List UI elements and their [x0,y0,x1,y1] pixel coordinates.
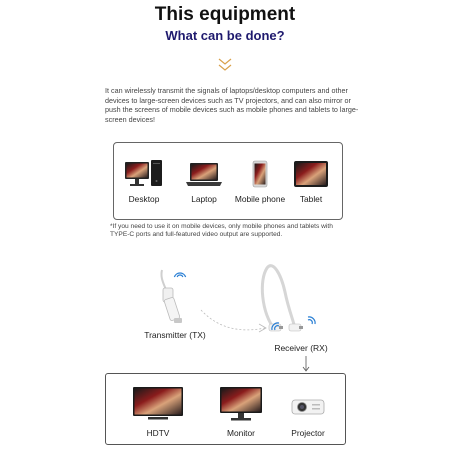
usb-transmitter-icon [160,269,182,323]
projector-icon [291,399,325,415]
arrow-down-icon [302,356,310,372]
output-devices-panel: HDTV Monitor Projector [105,373,346,445]
usb-receiver-icon [260,264,303,332]
source-label: Tablet [299,194,323,204]
source-mobile-phone: Mobile phone [234,159,286,204]
tablet-icon [294,161,328,187]
source-laptop: Laptop [178,159,230,204]
output-label: HDTV [146,428,170,438]
page-title: This equipment [154,4,296,25]
wifi-signal-icon [307,316,316,325]
wifi-signal-icon [173,272,187,278]
compatibility-note: *If you need to use it on mobile devices… [110,223,333,239]
output-monitor: Monitor [211,386,271,438]
double-chevron-down-icon [218,58,232,71]
wireless-link-arc [200,309,267,333]
receiver-label: Receiver (RX) [274,343,328,353]
output-label: Monitor [227,428,255,438]
source-label: Laptop [191,194,217,204]
monitor-icon [220,387,262,421]
desktop-computer-icon [125,160,162,186]
source-desktop: Desktop [118,159,170,204]
output-hdtv: HDTV [128,386,188,438]
source-label: Mobile phone [234,194,286,204]
description-text: It can wirelessly transmit the signals o… [105,86,359,124]
transmitter-label: Transmitter (TX) [144,330,206,340]
source-tablet: Tablet [285,159,337,204]
wifi-signal-icon [271,322,280,331]
output-label: Projector [291,428,325,438]
source-devices-panel: Desktop Laptop Mobile phone Tablet [113,142,343,220]
mobile-phone-icon [252,160,268,188]
laptop-icon [186,163,222,186]
page-subtitle: What can be done? [165,28,285,43]
output-projector: Projector [278,386,338,438]
source-label: Desktop [128,194,160,204]
hdtv-icon [133,387,183,420]
